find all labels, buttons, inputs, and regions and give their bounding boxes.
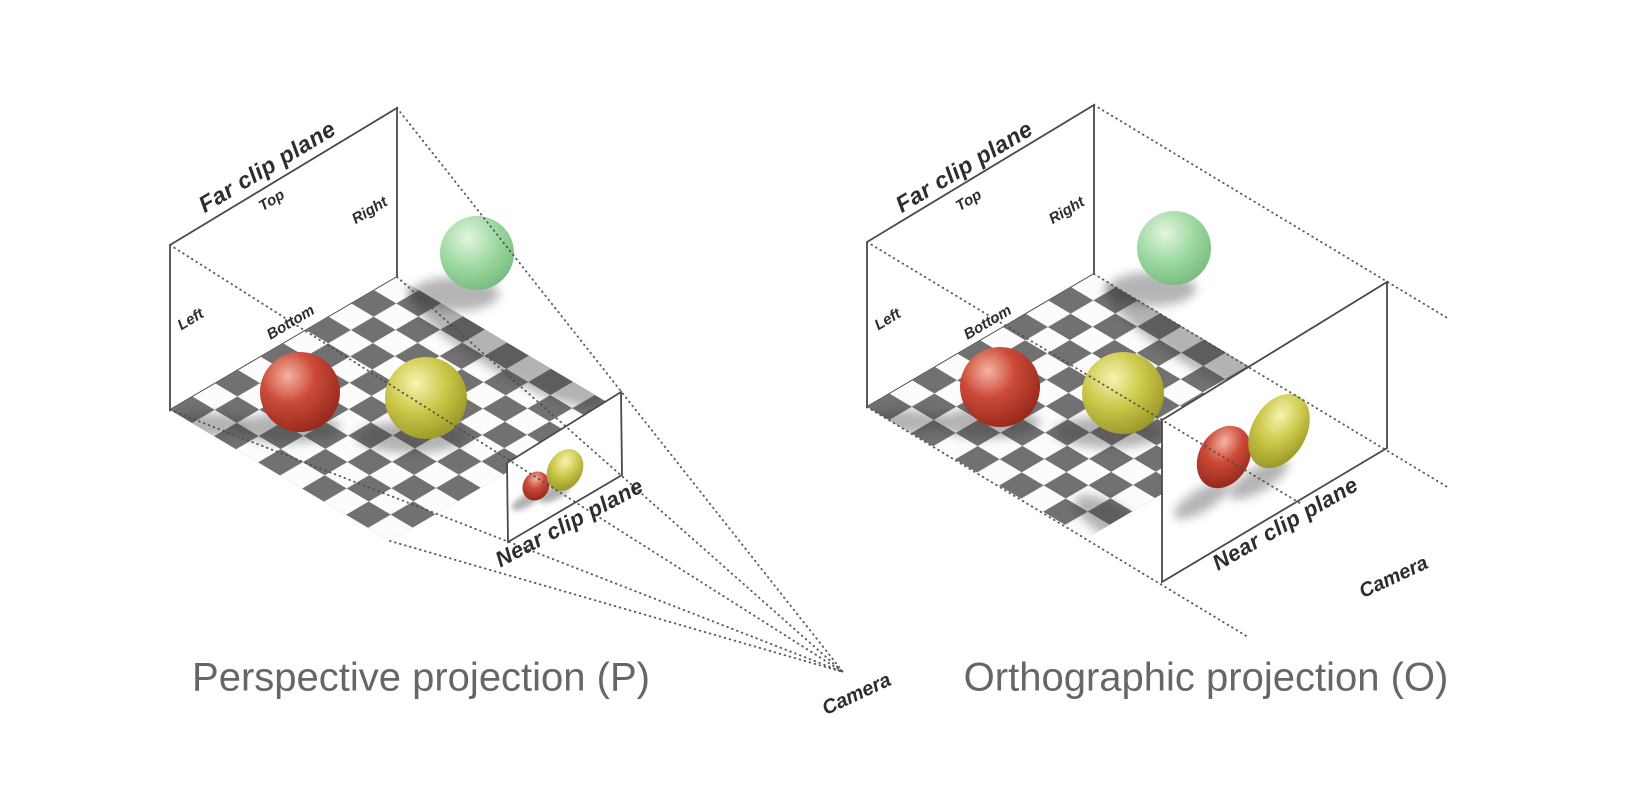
frustum-ray-floor <box>389 540 844 673</box>
ortho-ray-top-left <box>866 241 1304 506</box>
ortho-ray-bottom-left <box>866 406 1249 638</box>
yellow-sphere <box>1082 352 1164 434</box>
frustum-ray-bottom-left <box>169 409 844 673</box>
ortho-ray-top-right <box>1093 104 1450 320</box>
projected-yellow-sphere <box>1248 393 1310 469</box>
edge-shadow <box>407 282 603 408</box>
ortho-ray-bottom-right <box>1093 273 1450 489</box>
green-sphere <box>440 216 514 290</box>
orthographic-caption: Orthographic projection (O) <box>964 656 1449 700</box>
red-sphere <box>260 352 340 432</box>
frustum-ray-top-right <box>396 107 844 673</box>
projected-red-shadow <box>1173 481 1231 519</box>
projected-red-sphere <box>522 471 550 501</box>
yellow-sphere <box>385 357 467 439</box>
red-sphere <box>960 347 1040 427</box>
frustum-ray-bottom-right <box>396 276 844 673</box>
green-sphere <box>1137 211 1211 285</box>
projected-yellow-sphere <box>546 449 584 491</box>
perspective-caption: Perspective projection (P) <box>192 656 650 700</box>
orthographic-diagram: Far clip plane Top Right Left Bottom Nea… <box>866 103 1450 700</box>
floor-shadows <box>170 282 603 453</box>
